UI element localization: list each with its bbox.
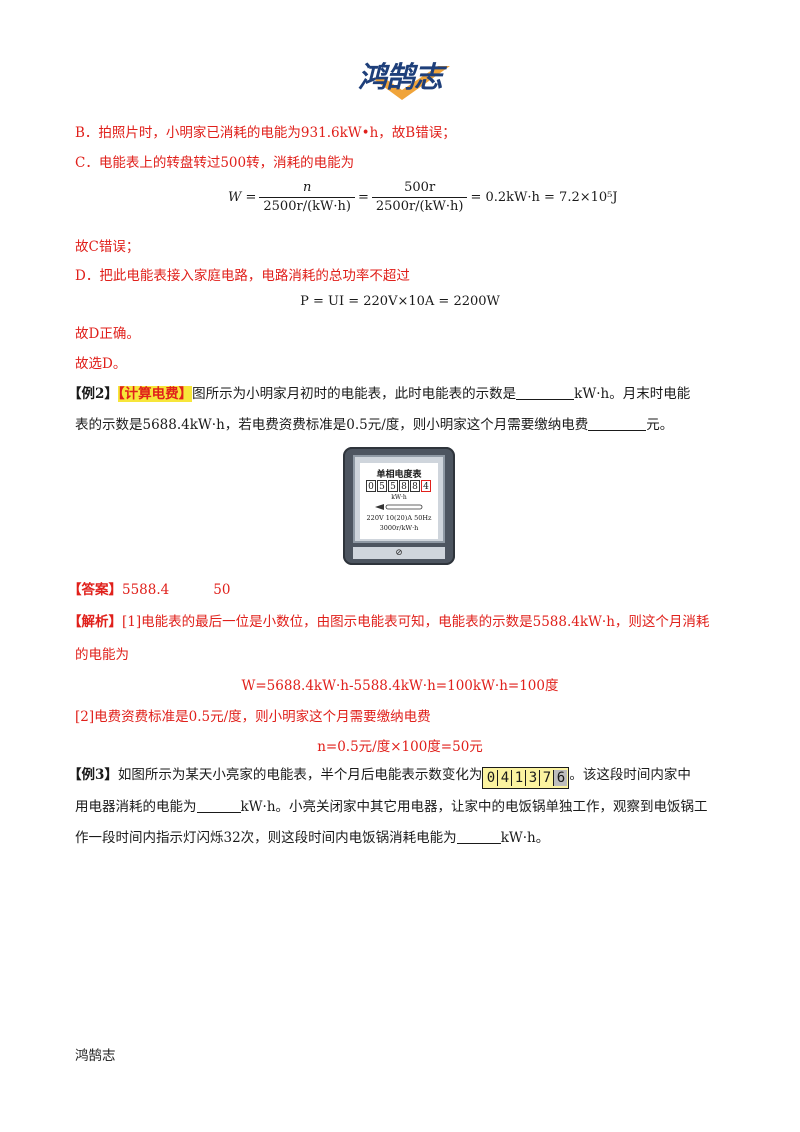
ex2-blank2[interactable] — [588, 416, 647, 431]
meter-digit: 5 — [377, 480, 387, 492]
para-d: D．把此电能表接入家庭电路，电路消耗的总功率不超过 — [75, 268, 410, 284]
analysis-line1: 【解析】[1]电能表的最后一位是小数位，由图示电能表可知，电能表的示数是5588… — [68, 612, 709, 632]
ex3-text2a: 用电器消耗的电能为 — [75, 799, 197, 815]
answer-label: 【答案】 — [68, 582, 122, 598]
ex2-text1: 图所示为小明家月初时的电能表，此时电能表的示数是 — [192, 386, 517, 402]
formula-eq: = — [357, 190, 369, 205]
answer-value-2: 50 — [213, 582, 231, 598]
ex2-line2: 表的示数是5688.4kW·h，若电费资费标准是0.5元/度，则小明家这个月需要… — [75, 415, 673, 435]
formula-rhs: = 0.2kW·h = 7.2×10⁵J — [470, 190, 618, 205]
para-c: C．电能表上的转盘转过500转，消耗的电能为 — [75, 155, 355, 171]
meter-rotor-icon — [375, 504, 423, 510]
ex3-line2: 用电器消耗的电能为 kW·h。小亮关闭家中其它用电器，让家中的电饭锅单独工作，观察… — [75, 797, 708, 817]
analysis-label: 【解析】 — [68, 614, 122, 630]
ex2-text2: 表的示数是5688.4kW·h，若电费资费标准是0.5元/度，则小明家这个月需要… — [75, 417, 589, 433]
ex3-text1: 如图所示为某天小亮家的电能表，半个月后电能表示数变化为 — [117, 767, 483, 783]
ex3-digit: 1 — [512, 770, 527, 786]
ex3-digit: 6 — [554, 770, 568, 786]
ex3-line3: 作一段时间内指示灯闪烁32次，则这段时间内电饭锅消耗电能为 kW·h。 — [75, 828, 549, 848]
ex3-text3a: 作一段时间内指示灯闪烁32次，则这段时间内电饭锅消耗电能为 — [75, 830, 457, 846]
fraction-1-numerator: n — [302, 180, 312, 195]
ex2-label: 【例2】 — [68, 386, 118, 402]
ex3-digit: 3 — [526, 770, 541, 786]
meter-digit: 8 — [410, 480, 420, 492]
ex3-blank2[interactable] — [456, 829, 501, 844]
header-logo: 鸿鹄志 — [350, 50, 470, 108]
meter-title: 单相电度表 — [376, 470, 422, 480]
meter-digit: 4 — [421, 480, 431, 492]
fraction-1-denominator: 2500r/(kW·h) — [259, 197, 355, 215]
para-d-end: 故D正确。 — [75, 326, 140, 342]
ex2-line1: 【例2】【计算电费】图所示为小明家月初时的电能表，此时电能表的示数是 kW·h。月… — [68, 384, 690, 404]
meter-unit: kW·h — [391, 494, 407, 501]
ex2-unit2: 元。 — [646, 417, 674, 433]
analysis-formula1: W=5688.4kW·h-5588.4kW·h=100kW·h=100度 — [241, 678, 559, 694]
fraction-2-denominator: 2500r/(kW·h) — [371, 197, 468, 215]
meter-spec1: 220V 10(20)A 50Hz — [366, 514, 432, 522]
meter-digit: 0 — [366, 480, 376, 492]
para-c-end: 故C错误； — [75, 239, 140, 255]
meter-spec2: 3000r/kW·h — [379, 524, 419, 532]
ex2-tag: 【计算电费】 — [117, 386, 193, 402]
analysis-text3: [2]电费资费标准是0.5元/度，则小明家这个月需要缴纳电费 — [75, 709, 431, 725]
meter-bottom-panel: ⊘ — [353, 547, 445, 559]
logo-check-icon — [372, 66, 450, 100]
ex2-unit1: kW·h。月末时电能 — [574, 386, 691, 402]
meter-digit: 5 — [388, 480, 398, 492]
para-b: B．拍照片时，小明家已消耗的电能为931.6kW•h，故B错误； — [75, 125, 456, 141]
fraction-2: 500r 2500r/(kW·h) — [371, 180, 468, 215]
fraction-1: n 2500r/(kW·h) — [259, 180, 355, 215]
ex3-label: 【例3】 — [68, 767, 118, 783]
analysis-formula2: n=0.5元/度×100度=50元 — [317, 739, 483, 755]
ex3-text1b: 。该这段时间内家中 — [569, 767, 691, 783]
ex3-digit: 7 — [540, 770, 555, 786]
answer-value-1: 5588.4 — [122, 582, 170, 598]
ex3-digit: 0 — [484, 770, 499, 786]
meter-digit: 8 — [399, 480, 409, 492]
ex2-blank1[interactable] — [516, 385, 575, 400]
formula-power: P = UI = 220V×10A = 2200W — [300, 294, 500, 309]
ex3-digit: 4 — [498, 770, 513, 786]
footer-text: 鸿鹄志 — [75, 1048, 116, 1064]
analysis-text2: 的电能为 — [75, 647, 129, 663]
ex3-text3b: kW·h。 — [500, 830, 550, 846]
logo-text: 鸿鹄志 — [358, 60, 443, 94]
answer-line: 【答案】5588.4 50 — [68, 580, 230, 600]
meter-knob-icon: ⊘ — [395, 548, 403, 558]
ex3-text2b: kW·h。小亮关闭家中其它用电器，让家中的电饭锅单独工作，观察到电饭锅工 — [240, 799, 708, 815]
para-choose: 故选D。 — [75, 356, 127, 372]
ex3-blank1[interactable] — [196, 798, 241, 813]
fraction-2-numerator: 500r — [404, 180, 436, 195]
formula-lhs: W = — [228, 190, 257, 205]
formula-energy: W = n 2500r/(kW·h) = 500r 2500r/(kW·h) =… — [228, 180, 618, 215]
analysis-text1: [1]电能表的最后一位是小数位，由图示电能表可知，电能表的示数是5588.4kW… — [122, 614, 710, 630]
